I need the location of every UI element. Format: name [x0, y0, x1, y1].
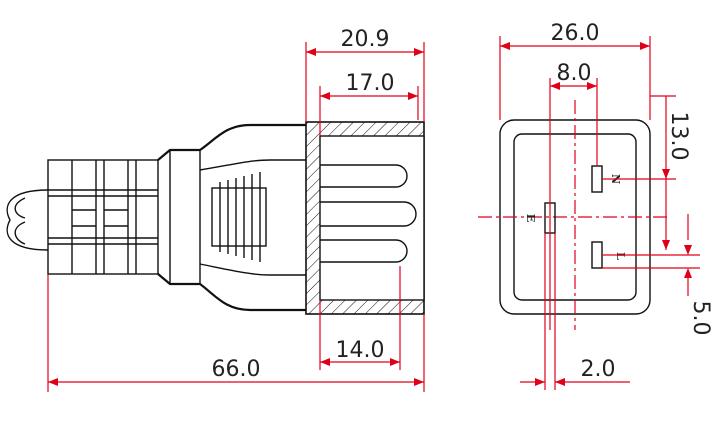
dim-pin-spacing: 8.0 [549, 61, 598, 330]
pin-line [591, 241, 603, 269]
housing-section [305, 121, 425, 315]
dim-earth-width: 2.0 [520, 233, 630, 390]
grip-ribs [211, 172, 267, 262]
dim-pin-length: 14.0 [319, 266, 401, 370]
side-view: 20.9 17.0 14.0 66.0 [6, 27, 425, 392]
dim-label-26-0: 26.0 [551, 21, 600, 46]
dim-overall-length: 66.0 [47, 274, 425, 392]
dim-height-offset: 13.0 [602, 95, 691, 250]
label-line: L [614, 252, 627, 260]
pins-side [320, 164, 417, 263]
dim-pin-offset: 5.0 [602, 214, 713, 336]
dim-housing-inner: 17.0 [319, 71, 419, 136]
dim-label-5-0: 5.0 [688, 301, 713, 336]
pin-neutral [591, 165, 603, 193]
front-view: N E L 26.0 8.0 13.0 [478, 21, 713, 390]
label-earth: E [524, 214, 537, 222]
dim-label-13-0: 13.0 [666, 112, 691, 161]
strain-relief [47, 159, 159, 275]
dim-label-14-0: 14.0 [336, 338, 385, 363]
dim-label-17-0: 17.0 [346, 71, 395, 96]
dim-label-20-9: 20.9 [341, 27, 390, 52]
plug-body [157, 123, 306, 161]
dim-label-66-0: 66.0 [212, 357, 261, 382]
cable-outline [6, 189, 49, 251]
dim-label-8-0: 8.0 [557, 61, 592, 86]
dim-face-width: 26.0 [499, 21, 651, 120]
dim-housing-outer: 20.9 [305, 27, 425, 122]
dim-label-2-0: 2.0 [581, 357, 616, 382]
